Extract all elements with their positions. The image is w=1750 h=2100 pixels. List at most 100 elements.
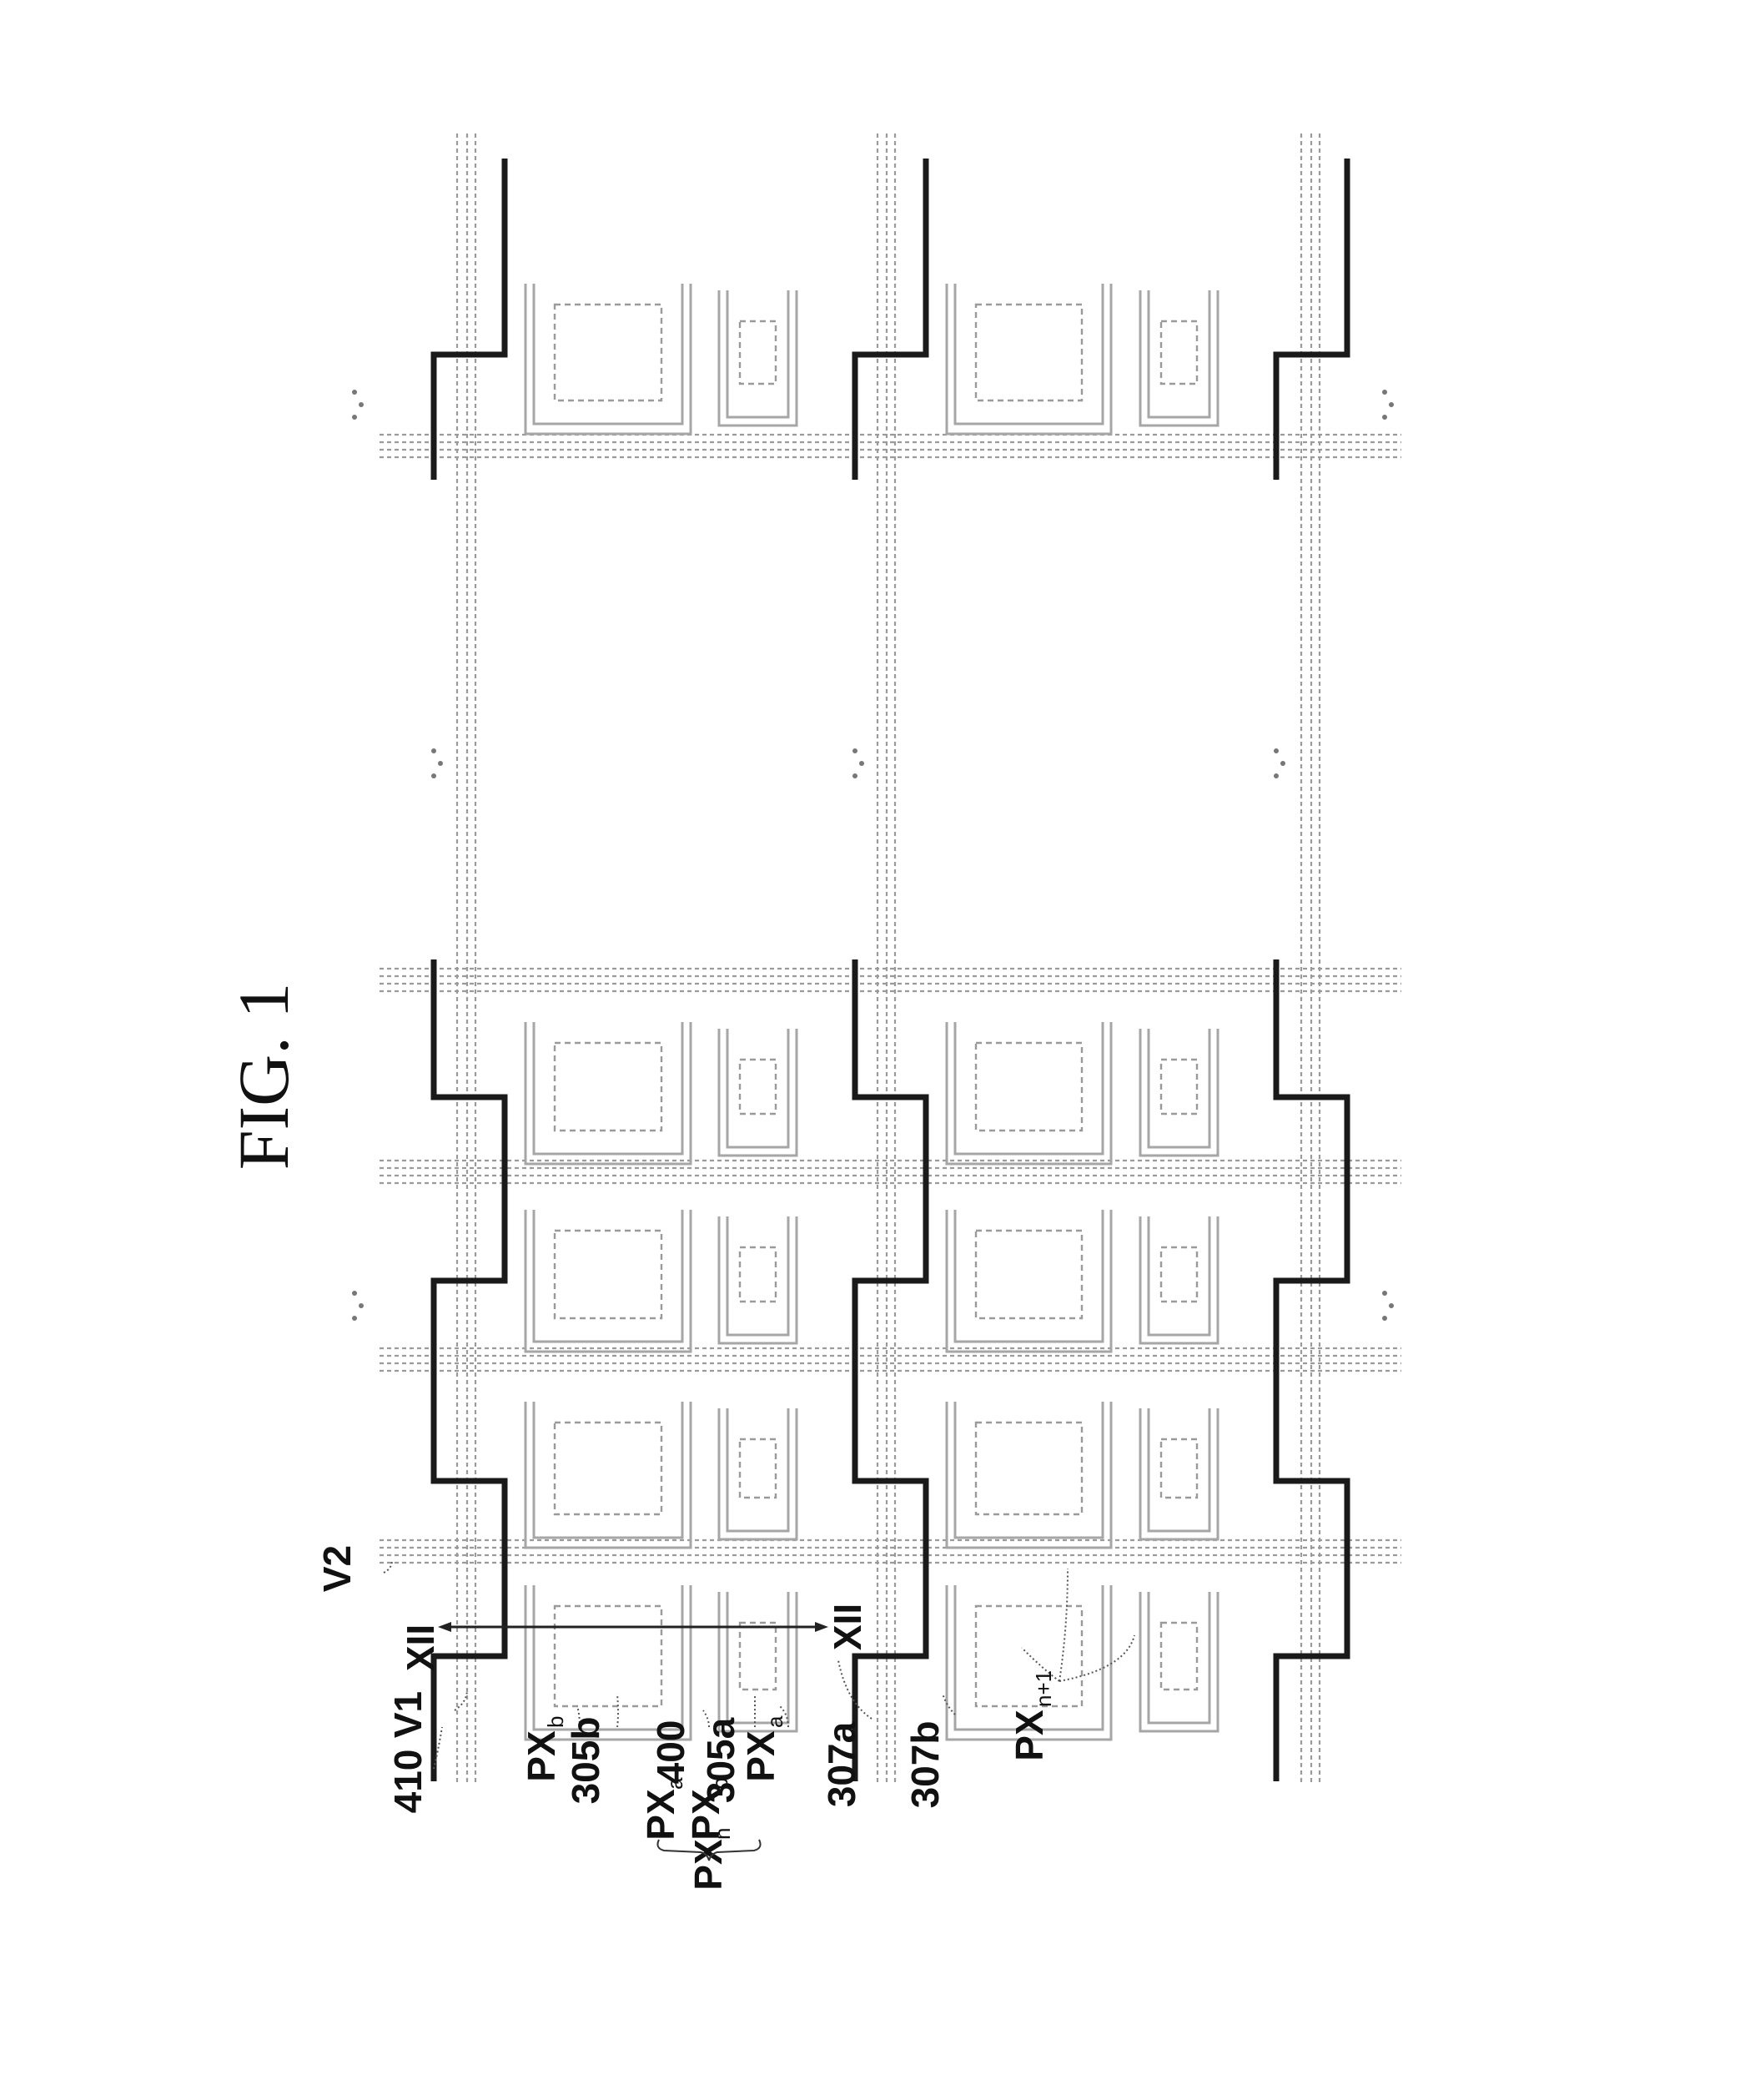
ellipsis-dot-2-0 (1382, 1291, 1387, 1296)
pixel-a-electrode-0-3 (740, 1060, 776, 1114)
label-pxb: PX b (520, 1716, 568, 1782)
pixel-b-inner-1-3 (955, 1022, 1103, 1154)
pixel-a-outline-0-0 (719, 1592, 797, 1731)
gate-line-0 (434, 159, 505, 1781)
pixel-b-electrode-1-3 (976, 1043, 1082, 1131)
label-pxa-name: PX (739, 1730, 782, 1782)
ellipsis-dot-1-0 (352, 390, 357, 395)
pixel-a-outline-1-0 (1140, 1592, 1218, 1731)
ellipsis-dot-6-0 (1274, 748, 1279, 753)
pixel-b-outline-1-1 (947, 1402, 1111, 1548)
ellipsis-dot-1-1 (359, 402, 364, 407)
pixel-a-inner-0-3 (727, 1029, 788, 1147)
pixel-a-inner-0-4 (727, 290, 788, 417)
pixel-a-electrode-1-0 (1161, 1623, 1197, 1690)
label-pxn1-sub: n+1 (1031, 1670, 1056, 1707)
pixel-b-electrode-1-1 (976, 1423, 1082, 1514)
horizontal-lines-group (380, 435, 1401, 1563)
pixel-a-electrode-0-2 (740, 1247, 776, 1302)
ellipsis-dot-2-2 (1382, 1316, 1387, 1321)
pixel-a-outline-0-2 (719, 1216, 797, 1343)
pixel-a-electrode-1-3 (1161, 1060, 1197, 1114)
ellipsis-dot-5-1 (859, 761, 864, 766)
pixel-a-outline-0-4 (719, 290, 797, 426)
ellipsis-dot-0-2 (352, 1316, 357, 1321)
pixel-b-electrode-0-0 (555, 1606, 661, 1706)
pixel-a-outline-0-3 (719, 1029, 797, 1156)
pixel-b-electrode-1-2 (976, 1231, 1082, 1318)
pixel-b-outline-0-4 (526, 284, 691, 434)
pixel-a-outline-1-3 (1140, 1029, 1218, 1156)
leader-307b (943, 1694, 955, 1715)
pixel-a-inner-1-2 (1149, 1216, 1209, 1335)
ellipsis-dot-0-1 (359, 1303, 364, 1308)
leader-v1 (455, 1690, 467, 1710)
legend-pxa-sub: a (662, 1777, 687, 1790)
legend-pxb-sub: b (707, 1778, 732, 1790)
label-pxb-name: PX (520, 1730, 563, 1782)
label-v2: V2 (315, 1545, 359, 1592)
pixel-b-electrode-0-2 (555, 1231, 661, 1318)
ellipsis-dot-1-2 (352, 415, 357, 420)
pixel-a-inner-1-3 (1149, 1029, 1209, 1147)
pixel-a-electrode-0-4 (740, 321, 776, 384)
ellipsis-dot-4-2 (431, 773, 436, 778)
pixel-b-electrode-0-1 (555, 1423, 661, 1514)
pixel-a-outline-1-4 (1140, 290, 1218, 426)
pixel-a-electrode-1-4 (1161, 321, 1197, 384)
label-xii-top: XII (399, 1624, 442, 1671)
pixel-b-inner-0-2 (534, 1210, 682, 1342)
ellipsis-dot-4-0 (431, 748, 436, 753)
pixel-a-electrode-1-2 (1161, 1247, 1197, 1302)
pixel-a-electrode-1-1 (1161, 1439, 1197, 1498)
ellipsis-dot-6-2 (1274, 773, 1279, 778)
legend-pxa-name: PX (639, 1789, 682, 1841)
label-305b: 305b (564, 1717, 607, 1805)
legend-pxb: PX b (684, 1778, 732, 1841)
label-307a: 307a (820, 1721, 863, 1807)
legend-pxn-name: PX (686, 1839, 730, 1891)
gate-line-1 (855, 159, 926, 1781)
pixel-a-inner-0-2 (727, 1216, 788, 1335)
figure-title: FIG. 1 (224, 983, 304, 1171)
ellipsis-dot-3-1 (1389, 402, 1394, 407)
ellipsis-dot-5-2 (852, 773, 857, 778)
pixel-a-inner-1-0 (1149, 1592, 1209, 1723)
label-v1: V1 (386, 1691, 430, 1738)
pixel-b-inner-1-2 (955, 1210, 1103, 1342)
pixel-a-inner-0-1 (727, 1408, 788, 1531)
ellipsis-dot-5-0 (852, 748, 857, 753)
pixel-b-electrode-0-4 (555, 305, 661, 400)
pixel-b-electrode-0-3 (555, 1043, 661, 1131)
pixel-a-outline-1-2 (1140, 1216, 1218, 1343)
legend-pxa: PX a (639, 1777, 687, 1841)
ellipsis-dot-4-1 (438, 761, 443, 766)
pixel-a-inner-0-0 (727, 1592, 788, 1723)
leader-pxn1-c (1059, 1635, 1134, 1681)
ellipsis-dot-2-1 (1389, 1303, 1394, 1308)
pixel-b-outline-1-4 (947, 284, 1111, 434)
pixel-a-outline-1-1 (1140, 1408, 1218, 1539)
leader-pxn1-b (1059, 1569, 1068, 1681)
pixel-b-inner-0-3 (534, 1022, 682, 1154)
leader-305b (617, 1694, 618, 1727)
ellipsis-dot-3-0 (1382, 390, 1387, 395)
label-410: 410 (386, 1750, 430, 1814)
label-pxa: PX a (739, 1715, 787, 1782)
ellipsis-dot-3-2 (1382, 415, 1387, 420)
ellipsis-dot-0-0 (352, 1291, 357, 1296)
label-pxn1-name: PX (1008, 1710, 1051, 1761)
pixel-a-electrode-0-1 (740, 1439, 776, 1498)
pixel-a-inner-1-4 (1149, 290, 1209, 417)
label-307b: 307b (903, 1721, 947, 1809)
label-pxa-sub: a (762, 1715, 787, 1728)
pixel-b-electrode-1-4 (976, 305, 1082, 400)
label-xii-bottom: XII (826, 1604, 869, 1650)
continuation-dots-group (352, 390, 1394, 1321)
pixel-a-electrode-0-0 (740, 1623, 776, 1690)
pixel-a-inner-1-1 (1149, 1408, 1209, 1531)
pixel-b-electrode-1-0 (976, 1606, 1082, 1706)
pixel-a-outline-0-1 (719, 1408, 797, 1539)
